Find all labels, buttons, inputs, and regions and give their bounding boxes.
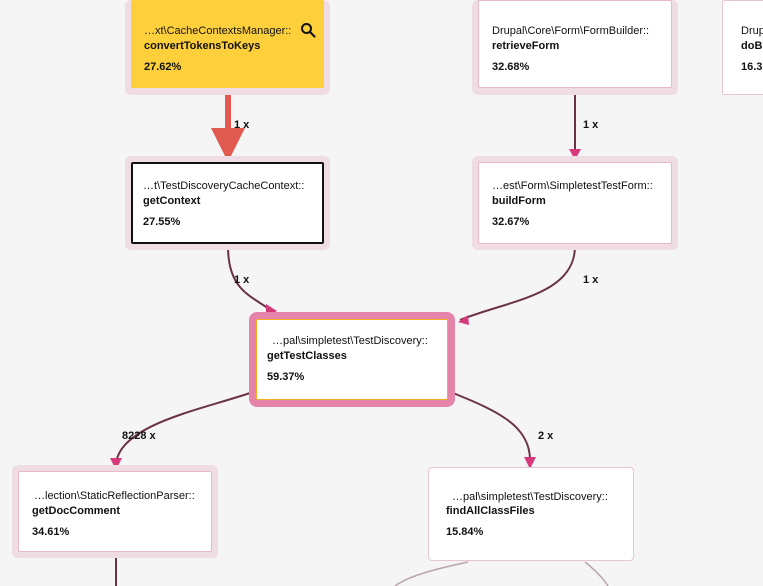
- node-namespace: …xt\CacheContextsManager::: [144, 25, 292, 37]
- edge-label-classes-to-find: 2 x: [538, 430, 554, 442]
- edge-classes-to-doc-arrow: [110, 458, 122, 470]
- node-percentage: 16.3: [741, 61, 763, 73]
- edge-stub-find-right: [584, 561, 609, 586]
- edge-build-to-classes[interactable]: [459, 245, 576, 321]
- edge-stub-find-left: [394, 561, 469, 586]
- node-convert-tokens-to-keys[interactable]: …xt\CacheContextsManager:: convertTokens…: [125, 0, 330, 95]
- node-function-name: doB: [741, 40, 763, 52]
- node-get-context[interactable]: …t\TestDiscoveryCacheContext:: getContex…: [125, 156, 330, 250]
- node-namespace: …est\Form\SimpletestTestForm::: [492, 180, 653, 192]
- node-function-name: buildForm: [492, 195, 546, 207]
- node-namespace: …pal\simpletest\TestDiscovery::: [452, 491, 608, 503]
- node-partial-right[interactable]: Drup doB 16.3: [722, 0, 763, 95]
- node-convert-tokens-to-keys-box: …xt\CacheContextsManager:: convertTokens…: [131, 0, 324, 88]
- node-namespace: …pal\simpletest\TestDiscovery::: [272, 335, 428, 347]
- node-namespace: Drup: [741, 25, 763, 37]
- node-percentage: 59.37%: [267, 371, 305, 383]
- node-get-test-classes-box: …pal\simpletest\TestDiscovery:: getTestC…: [256, 319, 448, 400]
- edge-label-classes-to-doc: 8228 x: [122, 430, 156, 442]
- node-get-doc-comment[interactable]: …lection\StaticReflectionParser:: getDoc…: [12, 465, 218, 558]
- node-percentage: 34.61%: [32, 526, 70, 538]
- node-retrieve-form-box: Drupal\Core\Form\FormBuilder:: retrieveF…: [478, 0, 672, 88]
- node-percentage: 27.55%: [143, 216, 181, 228]
- edge-classes-to-find-arrow: [524, 457, 536, 469]
- edge-build-to-classes-arrow: [458, 315, 469, 325]
- node-get-doc-comment-box: …lection\StaticReflectionParser:: getDoc…: [18, 471, 212, 552]
- edge-label-build-to-classes: 1 x: [583, 274, 599, 286]
- node-percentage: 15.84%: [446, 526, 484, 538]
- node-function-name: getDocComment: [32, 505, 121, 517]
- edge-convert-to-context-arrow: [211, 128, 245, 162]
- node-get-test-classes[interactable]: …pal\simpletest\TestDiscovery:: getTestC…: [249, 312, 455, 407]
- node-get-context-box: …t\TestDiscoveryCacheContext:: getContex…: [131, 162, 324, 244]
- edge-label-retrieve-to-build: 1 x: [583, 119, 599, 131]
- node-namespace: Drupal\Core\Form\FormBuilder::: [492, 25, 650, 37]
- node-function-name: getTestClasses: [267, 350, 347, 362]
- node-namespace: …t\TestDiscoveryCacheContext::: [143, 180, 305, 192]
- edge-label-context-to-classes: 1 x: [234, 274, 250, 286]
- search-icon[interactable]: [300, 22, 316, 38]
- edge-classes-to-doc[interactable]: [115, 392, 251, 466]
- edge-classes-to-find[interactable]: [452, 392, 531, 461]
- node-function-name: retrieveForm: [492, 40, 560, 52]
- edge-label-convert-to-context: 1 x: [234, 119, 250, 131]
- node-find-all-class-files[interactable]: …pal\simpletest\TestDiscovery:: findAllC…: [428, 467, 634, 561]
- edge-retrieve-to-build-arrow: [569, 149, 581, 160]
- node-function-name: convertTokensToKeys: [144, 40, 261, 52]
- node-percentage: 27.62%: [144, 61, 182, 73]
- node-percentage: 32.68%: [492, 61, 530, 73]
- node-build-form-box: …est\Form\SimpletestTestForm:: buildForm…: [478, 162, 672, 244]
- node-namespace: …lection\StaticReflectionParser::: [34, 490, 195, 502]
- node-function-name: findAllClassFiles: [446, 505, 535, 517]
- edge-context-to-classes[interactable]: [227, 245, 273, 312]
- node-function-name: getContext: [143, 195, 201, 207]
- node-percentage: 32.67%: [492, 216, 530, 228]
- node-retrieve-form[interactable]: Drupal\Core\Form\FormBuilder:: retrieveF…: [472, 0, 678, 95]
- node-build-form[interactable]: …est\Form\SimpletestTestForm:: buildForm…: [472, 156, 678, 250]
